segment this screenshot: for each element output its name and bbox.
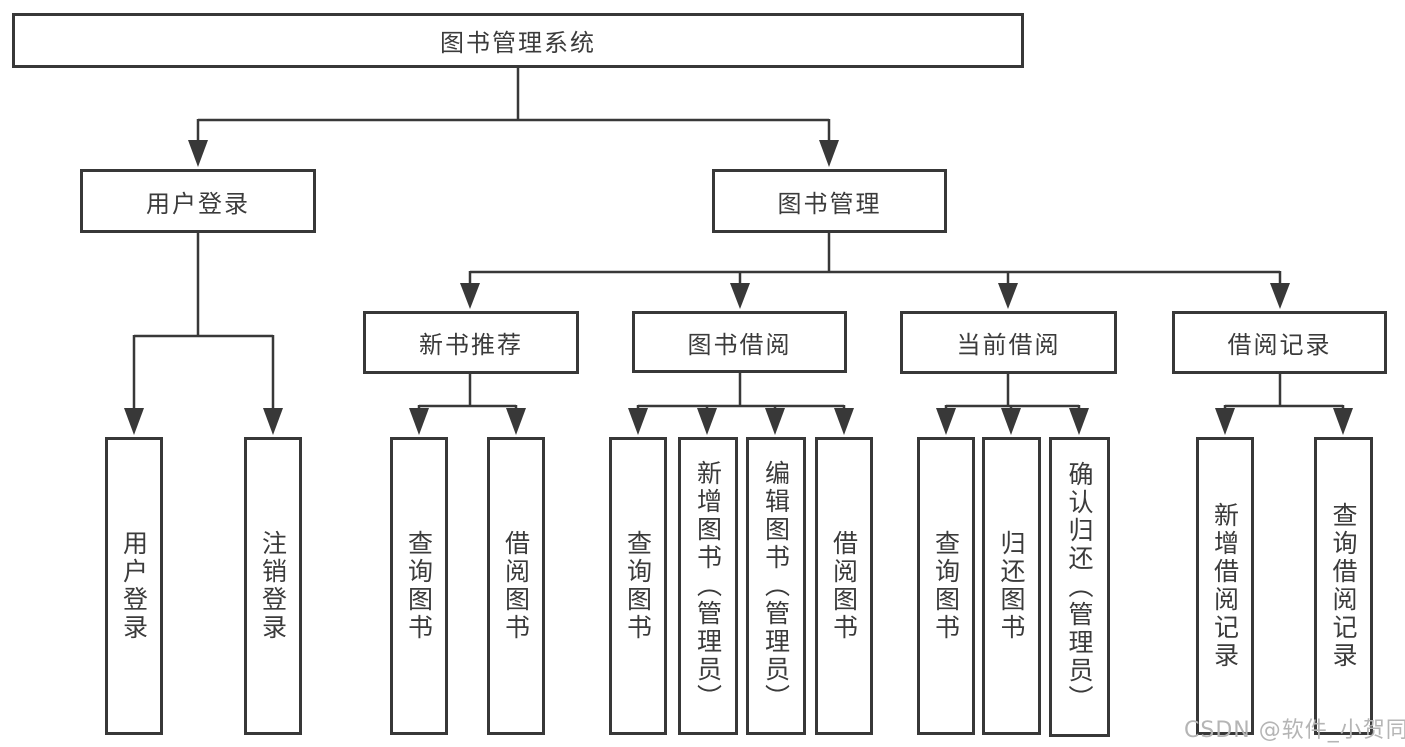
connector-userlogin-to-leaves — [132, 233, 275, 409]
node-leaf-return-book: 归还图书 — [982, 437, 1041, 735]
node-label: 借阅图书 — [501, 530, 531, 642]
node-label: 用户登录 — [119, 530, 149, 642]
node-label: 图书管理系统 — [440, 29, 596, 57]
node-leaf-logout: 注销登录 — [244, 437, 302, 735]
connector-root-to-level2 — [196, 68, 831, 141]
node-user-login: 用户登录 — [80, 169, 316, 233]
connector-bookmgmt-to-level3 — [468, 233, 1282, 284]
arrowhead — [1001, 408, 1021, 435]
node-leaf-borrow-query-book: 查询图书 — [609, 437, 667, 735]
node-label: 归还图书 — [997, 530, 1026, 642]
connector-recommend-to-leaves — [417, 374, 518, 409]
arrowhead — [409, 408, 429, 435]
arrowhead — [1069, 408, 1089, 435]
node-leaf-query-borrow-record: 查询借阅记录 — [1314, 437, 1373, 735]
node-label: 注销登录 — [258, 530, 288, 642]
node-leaf-current-query-book: 查询图书 — [917, 437, 975, 735]
arrowhead — [263, 408, 283, 435]
node-label: 借阅记录 — [1227, 331, 1332, 359]
arrowhead — [1333, 408, 1353, 435]
node-label: 查询图书 — [931, 530, 961, 642]
node-label: 编辑图书（管理员） — [761, 460, 791, 712]
node-label: 新增借阅记录 — [1210, 502, 1240, 670]
node-leaf-edit-book-admin: 编辑图书（管理员） — [746, 437, 806, 735]
node-book-borrow: 图书借阅 — [632, 311, 847, 373]
node-label: 图书借阅 — [687, 330, 792, 359]
connector-currentborrow-to-leaves — [944, 374, 1081, 409]
arrowhead — [460, 283, 480, 309]
node-book-management: 图书管理 — [712, 169, 947, 233]
arrowhead — [188, 140, 208, 167]
arrowhead — [765, 408, 785, 435]
node-leaf-borrow-book: 借阅图书 — [815, 437, 873, 735]
arrowhead — [124, 408, 144, 435]
node-new-book-recommend: 新书推荐 — [363, 311, 579, 374]
node-label: 新增图书（管理员） — [693, 460, 723, 712]
node-leaf-confirm-return-admin: 确认归还（管理员） — [1049, 437, 1110, 737]
node-borrow-record: 借阅记录 — [1172, 311, 1387, 374]
arrowhead — [819, 140, 839, 167]
node-label: 查询借阅记录 — [1329, 502, 1358, 670]
node-leaf-user-login: 用户登录 — [105, 437, 163, 735]
node-label: 新书推荐 — [419, 331, 523, 359]
arrowhead — [834, 408, 854, 435]
arrowhead — [697, 408, 717, 435]
connector-bookborrow-to-leaves — [636, 373, 846, 409]
arrowhead — [1270, 283, 1290, 309]
node-leaf-recommend-query-book: 查询图书 — [390, 437, 448, 735]
node-label: 查询图书 — [404, 530, 434, 642]
node-leaf-add-borrow-record: 新增借阅记录 — [1196, 437, 1254, 735]
arrowhead — [998, 283, 1018, 309]
node-label: 查询图书 — [623, 530, 653, 642]
arrowhead — [730, 283, 750, 309]
node-leaf-recommend-borrow-book: 借阅图书 — [487, 437, 545, 735]
csdn-watermark: CSDN @软件_小贺同学 — [1184, 718, 1405, 743]
node-label: 确认归还（管理员） — [1065, 461, 1094, 713]
arrowhead — [628, 408, 648, 435]
arrowhead — [1215, 408, 1235, 435]
arrowhead — [936, 408, 956, 435]
node-current-borrow: 当前借阅 — [900, 311, 1117, 374]
node-leaf-add-book-admin: 新增图书（管理员） — [678, 437, 738, 735]
arrowhead — [506, 408, 526, 435]
node-label: 用户登录 — [146, 189, 250, 218]
node-library-system: 图书管理系统 — [12, 13, 1024, 68]
node-label: 借阅图书 — [829, 530, 859, 642]
connector-borrowrecord-to-leaves — [1223, 374, 1345, 409]
node-label: 图书管理 — [777, 189, 882, 218]
node-label: 当前借阅 — [956, 331, 1061, 359]
